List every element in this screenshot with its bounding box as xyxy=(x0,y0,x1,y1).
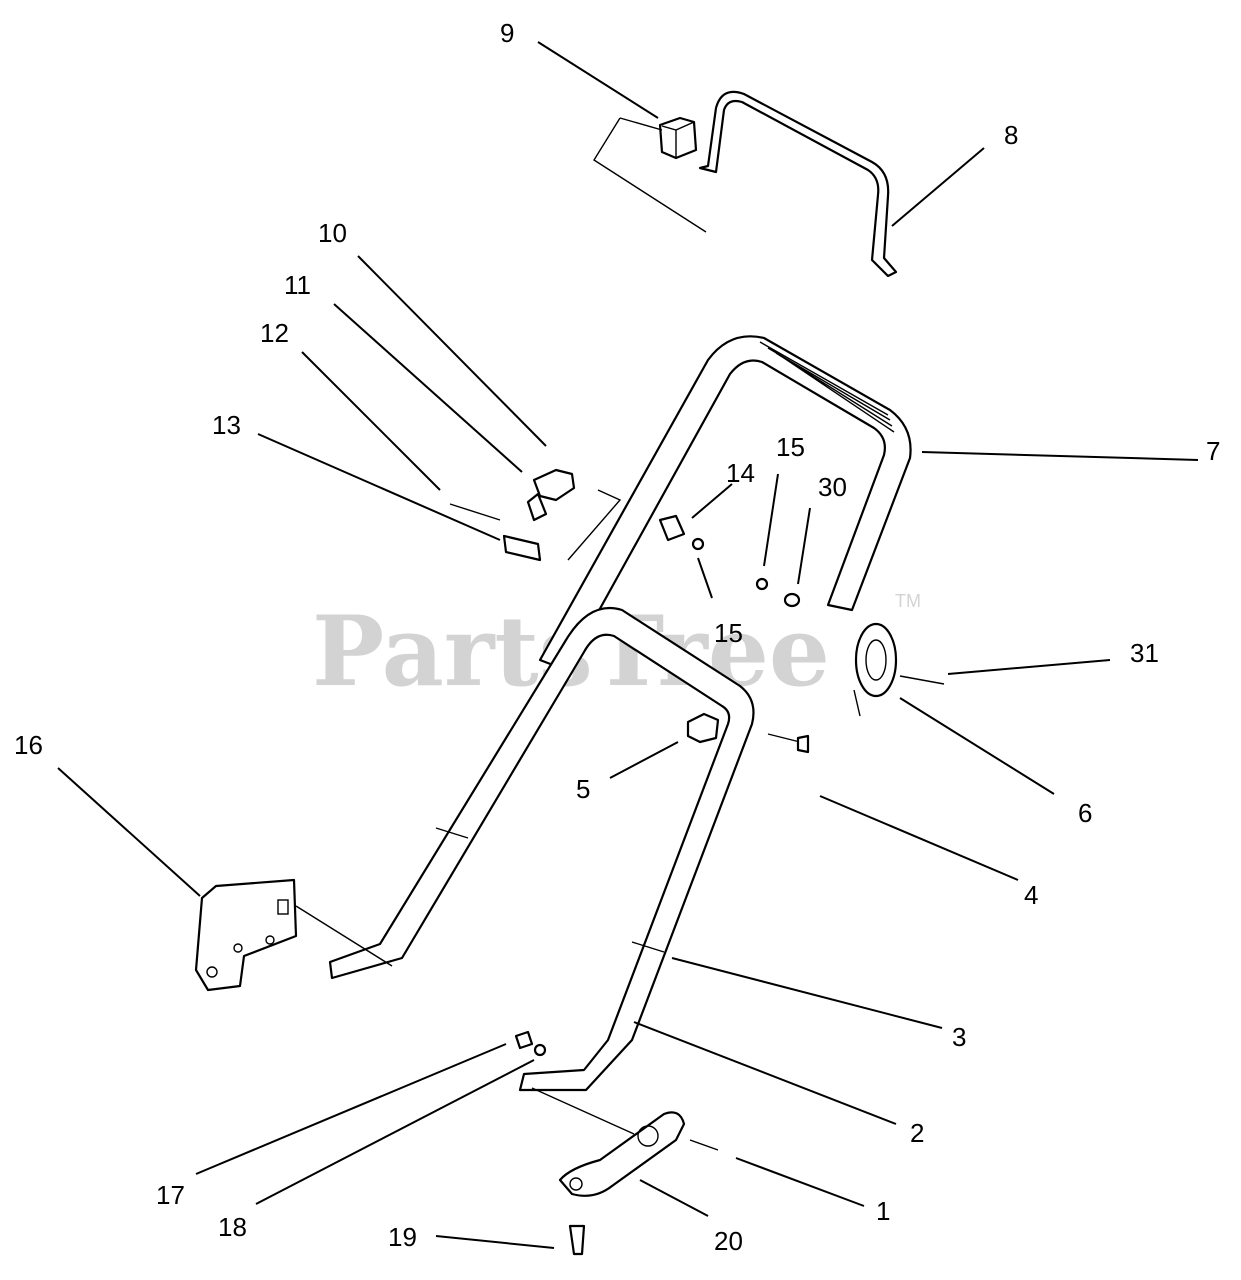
callout-11: 11 xyxy=(284,270,311,300)
callout-20: 20 xyxy=(714,1226,743,1256)
callout-19: 19 xyxy=(388,1222,417,1252)
callout-5: 5 xyxy=(576,774,590,804)
bail-handle-part-8 xyxy=(698,90,898,278)
leader-lines xyxy=(57,41,1199,1249)
callout-15-lower: 15 xyxy=(714,618,743,648)
callout-31: 31 xyxy=(1130,638,1159,668)
callout-15-upper: 15 xyxy=(776,432,805,462)
callout-16: 16 xyxy=(14,730,43,760)
callout-8: 8 xyxy=(1004,120,1018,150)
callout-30: 30 xyxy=(818,472,847,502)
callout-10: 10 xyxy=(318,218,347,248)
cable-guide-part-6 xyxy=(853,622,898,717)
callout-2: 2 xyxy=(910,1118,924,1148)
callout-13: 13 xyxy=(212,410,241,440)
callout-7: 7 xyxy=(1206,436,1220,466)
callout-6: 6 xyxy=(1078,798,1092,828)
control-clip-part-9 xyxy=(593,116,707,233)
callout-4: 4 xyxy=(1024,880,1038,910)
hardware-parts xyxy=(295,468,945,1256)
callout-9: 9 xyxy=(500,18,514,48)
watermark-tm: TM xyxy=(895,591,921,611)
lower-handle-part-2 xyxy=(328,606,755,1092)
pivot-arm-part-20 xyxy=(558,1111,686,1197)
callout-14: 14 xyxy=(726,458,755,488)
callout-labels: 9 8 10 11 12 13 14 15 30 15 7 31 6 5 4 1… xyxy=(14,18,1220,1256)
callout-1: 1 xyxy=(876,1196,890,1226)
callout-17: 17 xyxy=(156,1180,185,1210)
bracket-part-16 xyxy=(194,878,298,992)
callout-3: 3 xyxy=(952,1022,966,1052)
callout-18: 18 xyxy=(218,1212,247,1242)
callout-12: 12 xyxy=(260,318,289,348)
